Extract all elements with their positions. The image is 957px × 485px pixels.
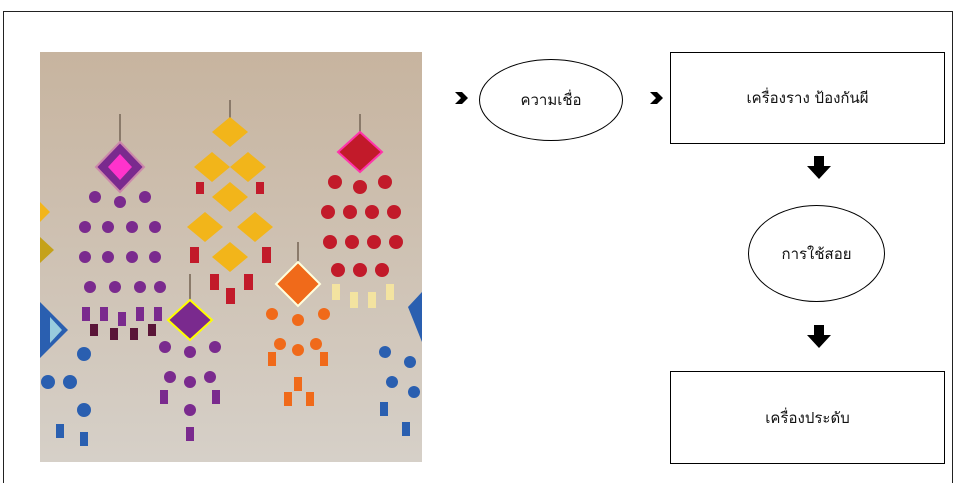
blue-hanging-left [40,202,91,446]
diagram-frame [3,11,953,483]
usage-node: การใช้สอย [748,205,885,302]
blue-hanging-right [379,292,422,436]
arrow-down-icon [807,325,831,348]
red-hanging [321,114,403,308]
decoration-node: เครื่องประดับ [670,371,945,464]
yellow-hanging [187,100,273,304]
amulet-node: เครื่องราง ป้องกันผี [670,52,945,144]
arrow-down-icon [807,156,831,179]
amulet-label: เครื่องราง ป้องกันผี [746,89,869,107]
usage-label: การใช้สอย [781,244,852,263]
purple-hanging-middle [159,274,221,441]
hanging-decorations-photo [40,52,422,462]
arrow-right-icon [650,92,663,104]
decoration-label: เครื่องประดับ [765,408,850,427]
purple-hanging-left [79,114,166,340]
belief-node: ความเชื่อ [479,59,623,141]
belief-label: ความเชื่อ [520,91,582,109]
orange-hanging [266,242,330,406]
arrow-right-icon [455,92,468,104]
